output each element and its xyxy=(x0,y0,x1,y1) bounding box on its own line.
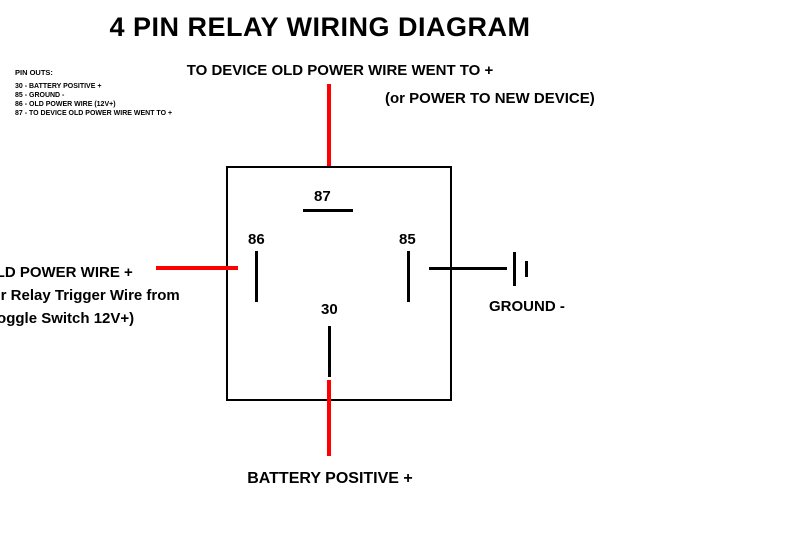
ground-symbol-long-bar xyxy=(513,252,516,286)
trigger-label-line2: (Or Relay Trigger Wire from xyxy=(0,287,180,304)
pin-86-label: 86 xyxy=(248,231,265,248)
pin-85-blade xyxy=(407,251,410,302)
diagram-title: 4 PIN RELAY WIRING DIAGRAM xyxy=(109,12,531,42)
pin-87-label: 87 xyxy=(314,188,331,205)
trigger-label-line1: OLD POWER WIRE + xyxy=(0,264,133,281)
wire-pin30-battery xyxy=(327,380,331,456)
pinout-item-87: 87 - TO DEVICE OLD POWER WIRE WENT TO + xyxy=(15,110,173,117)
pin-87-blade xyxy=(303,209,353,212)
pinout-item-30: 30 - BATTERY POSITIVE + xyxy=(15,83,102,90)
pinouts-legend: PIN OUTS: 30 - BATTERY POSITIVE + 85 - G… xyxy=(15,68,172,118)
trigger-label-line3: (Toggle Switch 12V+) xyxy=(0,310,135,327)
battery-positive-label: BATTERY POSITIVE + xyxy=(247,470,413,487)
wire-pin86-trigger xyxy=(156,266,238,270)
ground-label: GROUND - xyxy=(489,298,565,315)
wire-pin87-to-device xyxy=(327,84,331,166)
pin-85-label: 85 xyxy=(399,231,416,248)
pin-30-blade xyxy=(328,326,331,377)
pinout-item-86: 86 - OLD POWER WIRE (12V+) xyxy=(15,101,116,108)
pin-30-label: 30 xyxy=(321,301,338,318)
relay-body xyxy=(226,166,452,401)
wire-pin85-ground xyxy=(429,267,507,270)
pinout-item-85: 85 - GROUND - xyxy=(15,92,65,99)
top-device-label-line1: TO DEVICE OLD POWER WIRE WENT TO + xyxy=(186,62,494,79)
pinouts-heading: PIN OUTS: xyxy=(15,68,53,77)
top-device-label-line2: (or POWER TO NEW DEVICE) xyxy=(385,90,595,107)
pin-86-blade xyxy=(255,251,258,302)
ground-symbol-short-bar xyxy=(525,261,528,277)
